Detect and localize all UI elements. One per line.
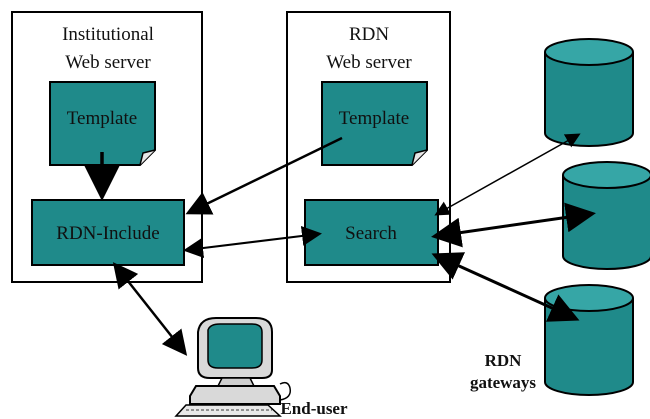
arrow-search-database-top [434,133,581,216]
arrow-rdn-include-end-user [112,262,188,356]
database-top-body [544,52,634,147]
arrow-rdn-include-search [183,226,322,258]
rdn-server-title-line2: Web server [326,52,412,73]
rdn-include-box: RDN-Include [31,199,185,266]
arrow-search-database-bottom [431,252,580,322]
template-right-label: Template [339,108,409,129]
database-middle-body [562,175,650,270]
search-label: Search [345,223,397,244]
template-left-label: Template [67,108,137,129]
gateway-database-bottom [544,284,634,396]
template-left-fold [139,149,156,166]
rdn-server-title-line1: RDN [349,24,389,45]
gateways-label-line2: gateways [470,373,536,392]
monitor-screen [207,323,263,369]
institutional-server-title-line1: Institutional [62,24,154,45]
rdn-include-label: RDN-Include [56,223,159,244]
institutional-server-title-line2: Web server [65,52,151,73]
search-box: Search [304,199,439,266]
computer-icon [174,317,292,417]
gateways-label-line1: RDN [485,351,523,370]
database-bottom-body [544,298,634,396]
gateway-database-top [544,38,634,147]
template-right-box: Template [321,81,428,166]
keyboard-cable [279,381,292,401]
database-middle-lid [562,161,650,189]
template-left-box: Template [49,81,156,166]
connectors [84,133,596,356]
database-bottom-lid [544,284,634,312]
arrow-template-right-to-rdn-include [185,136,343,215]
computer-base [189,385,281,405]
template-right-fold [411,149,428,166]
end-user-label: End-user [280,399,348,418]
database-top-lid [544,38,634,66]
monitor-stand [216,377,256,387]
arrow-search-database-middle [431,202,596,248]
keyboard [174,404,282,417]
